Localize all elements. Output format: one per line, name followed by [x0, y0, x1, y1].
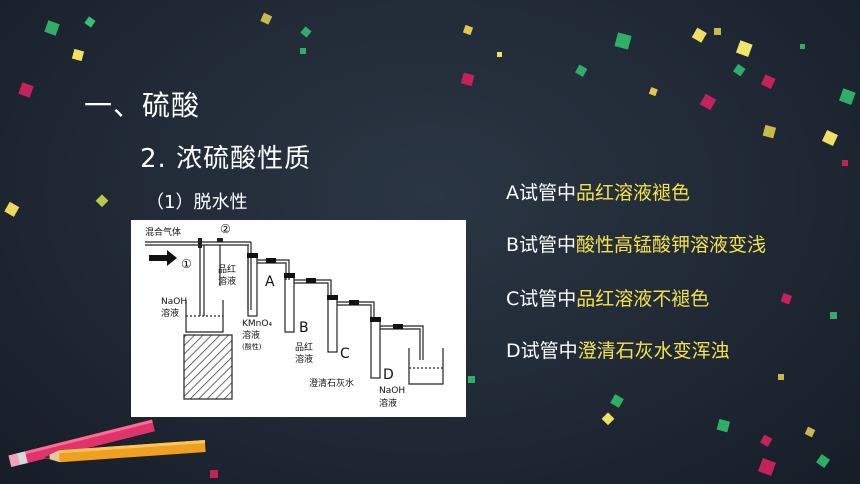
tube-a-reagent-line1: 品红 [218, 263, 236, 275]
observation-a-prefix: A试管中 [506, 182, 576, 204]
tube-b-reagent-line3: (酸性) [242, 342, 262, 351]
tube-a-reagent-line2: 溶液 [218, 275, 236, 287]
observation-c: C试管中品红溶液不褪色 [506, 284, 709, 311]
observation-a-highlight: 品红溶液褪色 [576, 182, 691, 204]
observation-b: B试管中酸性高锰酸钾溶液变浅 [506, 230, 766, 257]
tube-c-label: C [340, 346, 350, 362]
valve-1-icon [198, 238, 202, 248]
apparatus-figure: 混合气体 ① ② NaOH 溶液 品红 溶液 A KMnO₄ 溶液 (酸性) B… [131, 220, 466, 417]
observation-d-highlight: 澄清石灰水变浑浊 [577, 340, 730, 362]
valve-1-label: ① [181, 257, 192, 271]
naoh-right-line2: 溶液 [379, 397, 397, 409]
naoh-right-line1: NaOH [379, 386, 405, 396]
valve-2-label: ② [220, 222, 231, 236]
tube-d-reagent: 澄清石灰水 [309, 377, 354, 389]
tube-d-label: D [383, 367, 394, 383]
gas-arrow-icon [149, 250, 177, 266]
naoh-left-line1: NaOH [161, 297, 187, 307]
observation-c-highlight: 品红溶液不褪色 [576, 288, 710, 310]
observation-b-highlight: 酸性高锰酸钾溶液变浅 [576, 234, 767, 256]
observation-a: A试管中品红溶液褪色 [506, 178, 690, 205]
point-title: （1）脱水性 [146, 192, 248, 213]
tube-c-reagent-line2: 溶液 [295, 353, 313, 365]
pencils-decoration [8, 419, 206, 468]
valve-2-icon [217, 238, 223, 242]
tube-b-label: B [299, 320, 309, 336]
gas-label: 混合气体 [145, 226, 181, 238]
tube-b-reagent-line2: 溶液 [242, 329, 260, 341]
tube-c-reagent-line1: 品红 [295, 341, 313, 353]
naoh-left-line2: 溶液 [161, 307, 179, 319]
observation-d: D试管中澄清石灰水变浑浊 [506, 336, 730, 363]
subsection-title: 2. 浓硫酸性质 [140, 144, 312, 174]
observation-d-prefix: D试管中 [506, 340, 578, 362]
tube-a-label: A [265, 274, 275, 290]
tube-b-reagent-line1: KMnO₄ [242, 319, 272, 329]
observation-c-prefix: C试管中 [506, 288, 577, 310]
apparatus-diagram: 混合气体 ① ② NaOH 溶液 品红 溶液 A KMnO₄ 溶液 (酸性) B… [145, 222, 444, 409]
section-title: 一、硫酸 [84, 89, 201, 122]
observation-b-prefix: B试管中 [506, 234, 577, 256]
